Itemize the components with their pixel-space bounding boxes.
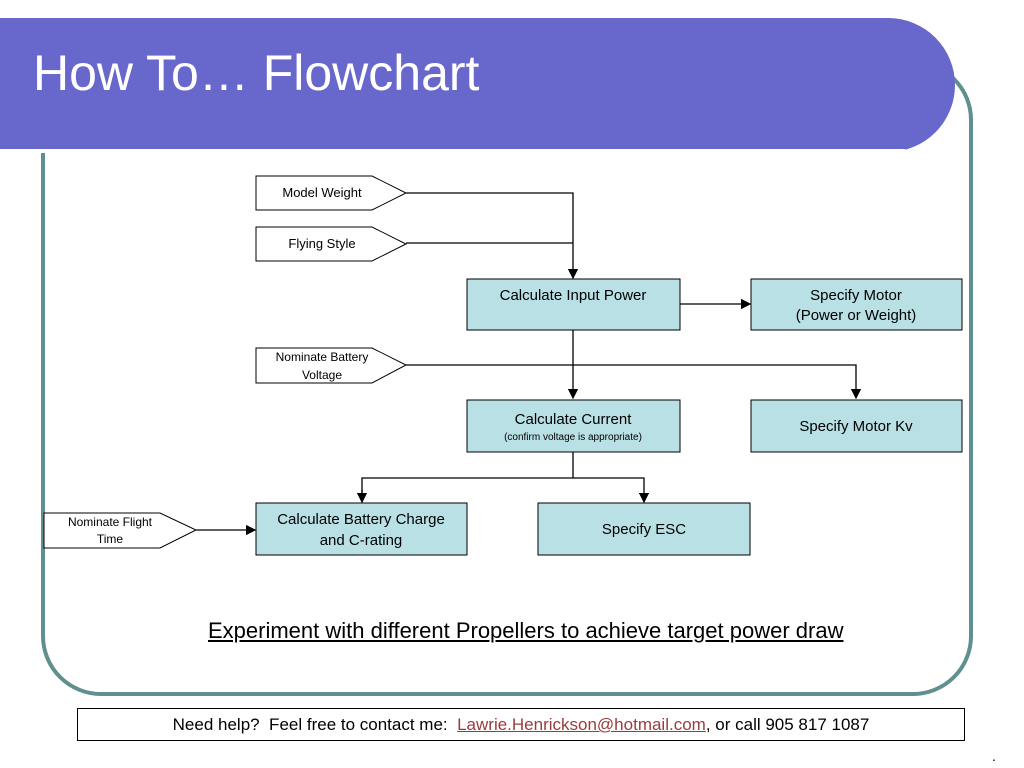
connector-voltage-to-kv (406, 364, 862, 400)
connector-current-split (361, 477, 650, 504)
box-input-power (466, 278, 681, 331)
motor-label-2: (Power or Weight) (796, 307, 917, 324)
slide-title: How To… Flowchart (33, 45, 480, 101)
flying-style-label: Flying Style (288, 236, 355, 251)
connector-weight-to-power (406, 192, 579, 280)
battery-label-1: Calculate Battery Charge (277, 511, 445, 528)
contact-suffix: , or call 905 817 1087 (705, 715, 870, 734)
input-flight-time (43, 512, 198, 549)
motor-kv-label: Specify Motor Kv (799, 418, 913, 435)
input-battery-voltage (255, 347, 408, 384)
model-weight-label: Model Weight (282, 185, 362, 200)
connectors (196, 192, 862, 536)
flight-time-label-1: Nominate Flight (68, 515, 153, 529)
box-calculate-current (466, 399, 681, 453)
esc-label: Specify ESC (602, 521, 686, 538)
box-esc (537, 502, 751, 556)
contact-box: Need help? Feel free to contact me: Lawr… (77, 708, 965, 741)
title-underline (0, 149, 905, 153)
contact-prefix: Need help? Feel free to contact me: (172, 715, 458, 734)
flight-time-label-2: Time (97, 532, 124, 546)
propeller-note: Experiment with different Propellers to … (208, 618, 844, 643)
box-battery-charge (255, 502, 468, 556)
input-flying-style (255, 226, 408, 262)
slide-frame (41, 60, 973, 696)
current-label: Calculate Current (515, 411, 633, 428)
input-model-weight (255, 175, 408, 211)
motor-label-1: Specify Motor (810, 287, 902, 304)
battery-label-2: and C-rating (320, 532, 403, 549)
corner-dot: . (992, 748, 996, 764)
contact-email-link[interactable]: Lawrie.Henrickson@hotmail.com (457, 715, 706, 734)
battery-voltage-label-2: Voltage (302, 368, 342, 382)
battery-voltage-label-1: Nominate Battery (276, 350, 369, 364)
current-note: (confirm voltage is appropriate) (504, 432, 642, 443)
title-bar: How To… Flowchart (0, 18, 955, 153)
input-power-label: Calculate Input Power (500, 287, 647, 304)
box-specify-motor (750, 278, 963, 331)
box-motor-kv (750, 399, 963, 453)
